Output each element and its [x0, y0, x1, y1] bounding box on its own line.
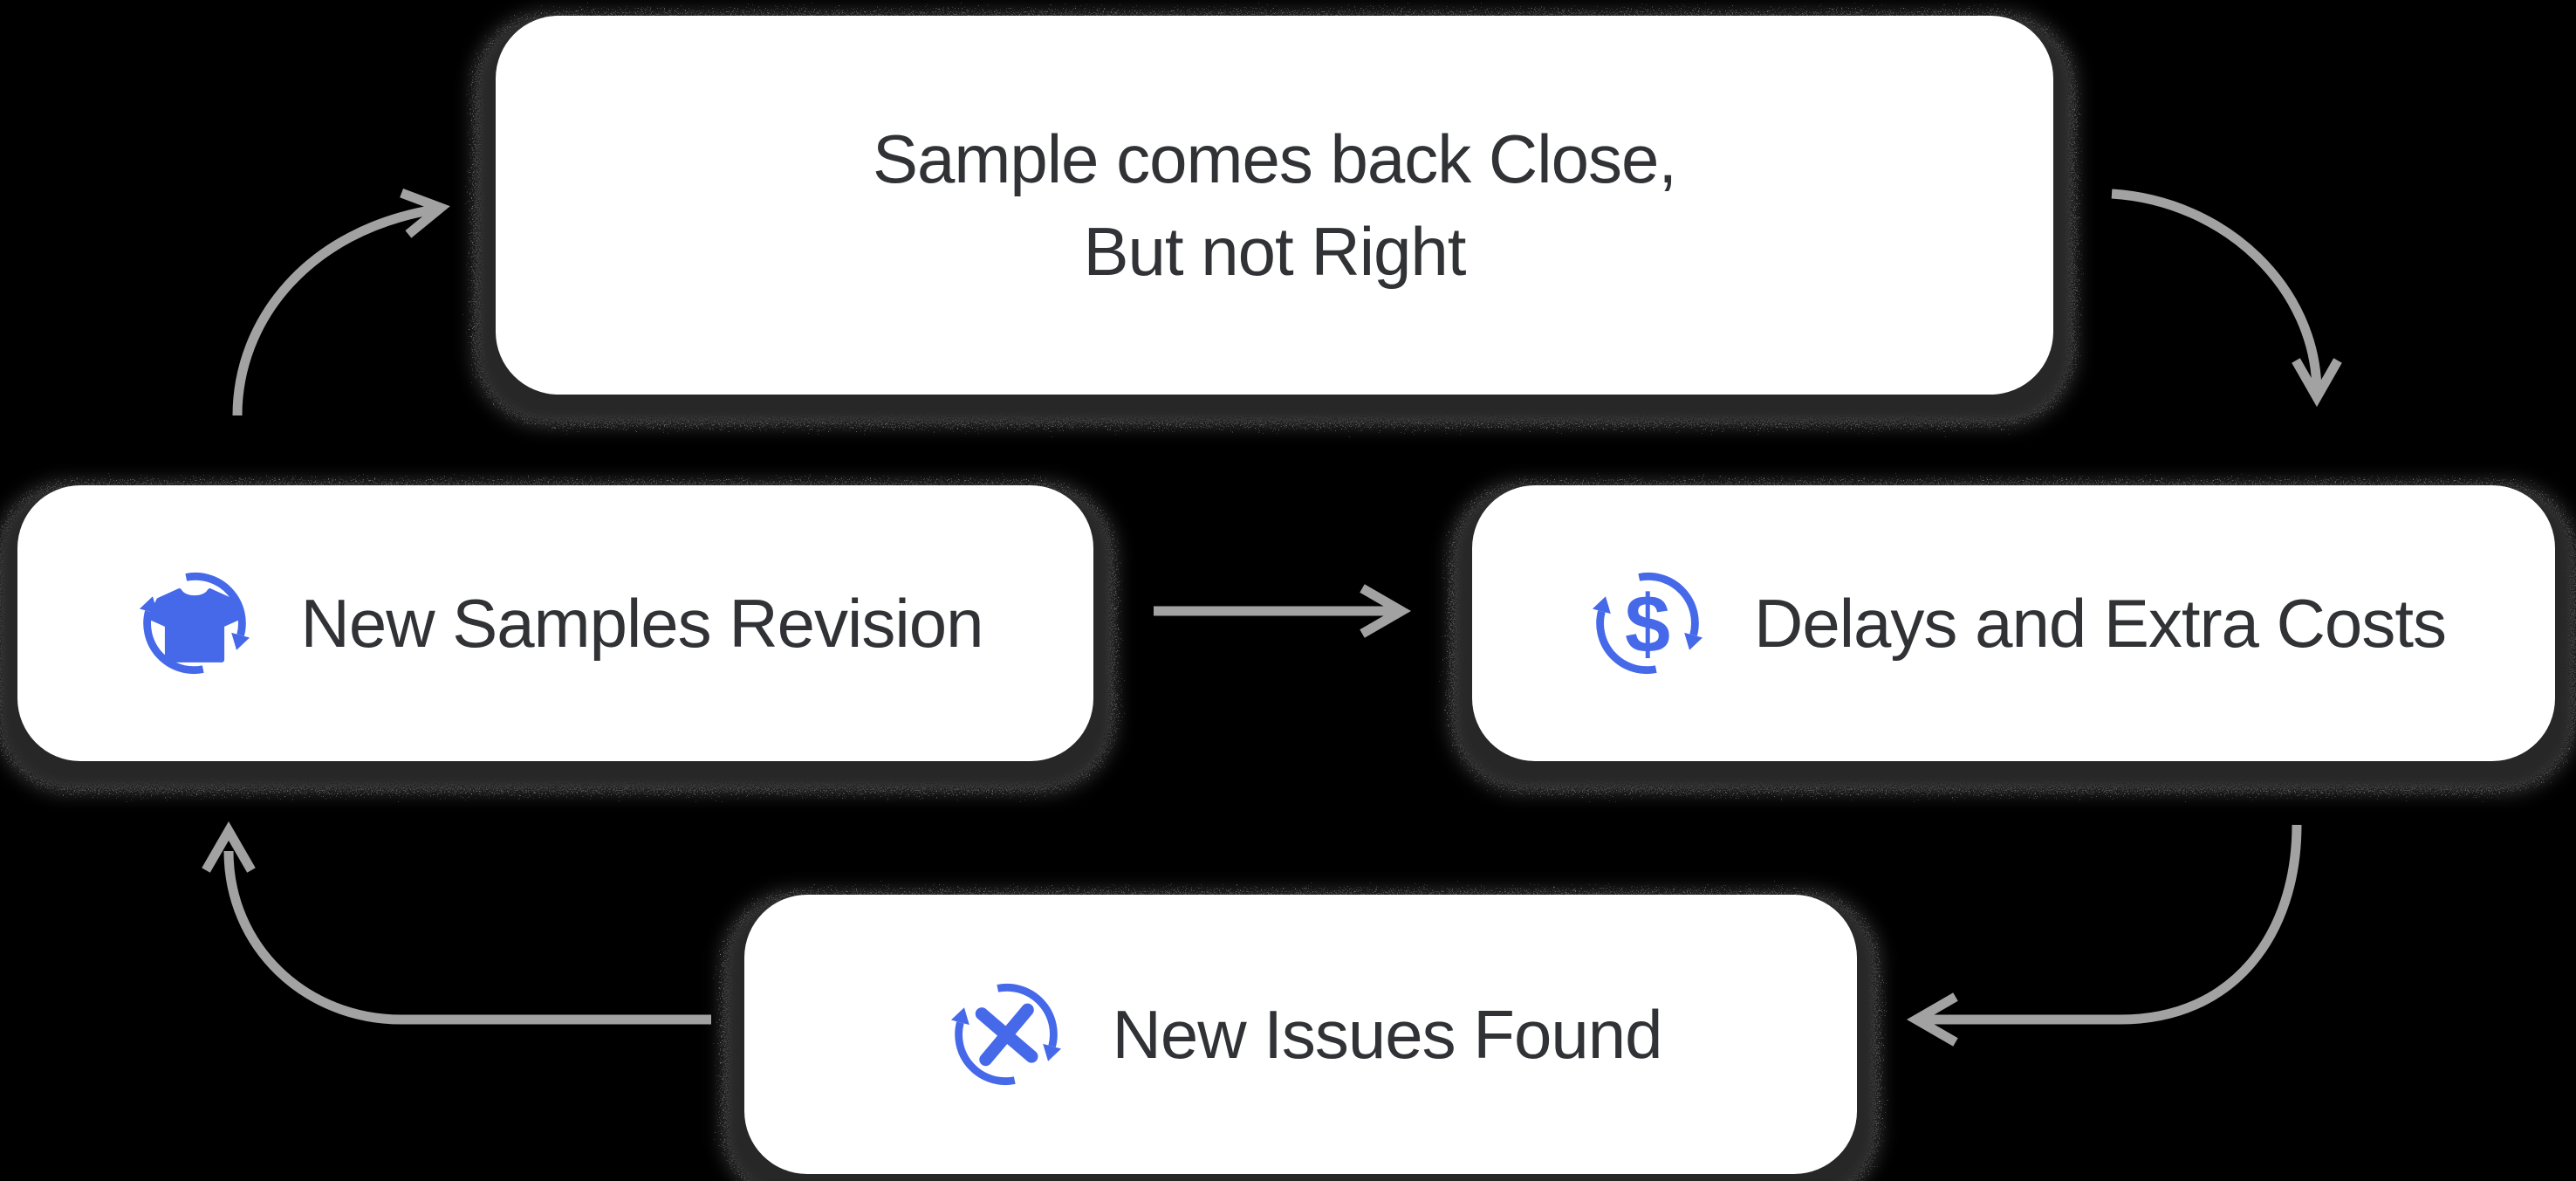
- arrow-left-to-top-head: [400, 188, 450, 238]
- x-cycle-icon: [950, 983, 1061, 1086]
- arrow-left-to-right-head: [1360, 584, 1411, 638]
- cycle-arc-down: [184, 572, 246, 636]
- cycle-arc-up: [1596, 610, 1657, 675]
- x-glyph: [975, 1003, 1038, 1067]
- cycle-arrowhead-up: [950, 1007, 969, 1026]
- arrow-left-to-right: [1154, 584, 1411, 638]
- arrow-right-to-bottom-shaft: [1920, 824, 2302, 1025]
- node-right: $ Delays and Extra Costs: [1472, 485, 2555, 761]
- node-bottom-box-rect: [744, 895, 1857, 1174]
- cycle-arrowhead-up: [1592, 596, 1611, 615]
- cycle-arrowhead-down: [1042, 1043, 1061, 1061]
- node-top-label-line1: Sample comes back Close,: [872, 120, 1677, 197]
- arrow-bottom-to-left-head: [202, 821, 256, 873]
- node-left: New Samples Revision: [17, 485, 1093, 761]
- node-right-label: Delays and Extra Costs: [1753, 584, 2447, 662]
- node-top: Sample comes back Close, But not Right: [496, 16, 2053, 395]
- dollar-glyph: $: [1625, 578, 1670, 669]
- tshirt-glyph: [147, 588, 242, 663]
- node-bottom-shell: [718, 888, 1883, 1181]
- arrow-right-to-bottom-head: [1907, 992, 1958, 1047]
- connector-arrows: [202, 188, 2342, 1047]
- arrow-left-to-top-shaft: [232, 204, 435, 416]
- arrow-top-to-right-shaft: [2111, 189, 2322, 394]
- arrow-bottom-to-left-shaft: [223, 850, 711, 1025]
- cycle-arc-up: [954, 1021, 1016, 1086]
- arrow-left-to-top: [232, 188, 450, 416]
- node-top-label-line2: But not Right: [1083, 213, 1467, 290]
- node-top-shell: [469, 9, 2079, 429]
- arrow-top-to-right-head: [2292, 358, 2342, 408]
- cycle-arc-down: [1638, 572, 1699, 636]
- cycle-arrowhead-down: [230, 632, 250, 650]
- cycle-arc-up: [142, 610, 204, 675]
- node-top-box-rect: [496, 16, 2053, 395]
- node-right-shell: [1446, 478, 2576, 796]
- node-left-shell: [0, 478, 1120, 796]
- node-left-label: New Samples Revision: [300, 584, 984, 662]
- cycle-arc-down: [996, 983, 1058, 1047]
- node-right-box-rect: [1472, 485, 2555, 761]
- arrow-top-to-right: [2111, 189, 2342, 408]
- dollar-cycle-icon: $: [1592, 572, 1703, 675]
- node-left-box-rect: [17, 485, 1093, 761]
- tshirt-cycle-icon: [139, 572, 250, 675]
- arrow-bottom-to-left: [202, 821, 711, 1025]
- arrow-right-to-bottom: [1907, 824, 2302, 1047]
- node-bottom: New Issues Found: [744, 895, 1857, 1174]
- cycle-arrowhead-down: [1684, 632, 1703, 650]
- node-bottom-label: New Issues Found: [1112, 995, 1663, 1073]
